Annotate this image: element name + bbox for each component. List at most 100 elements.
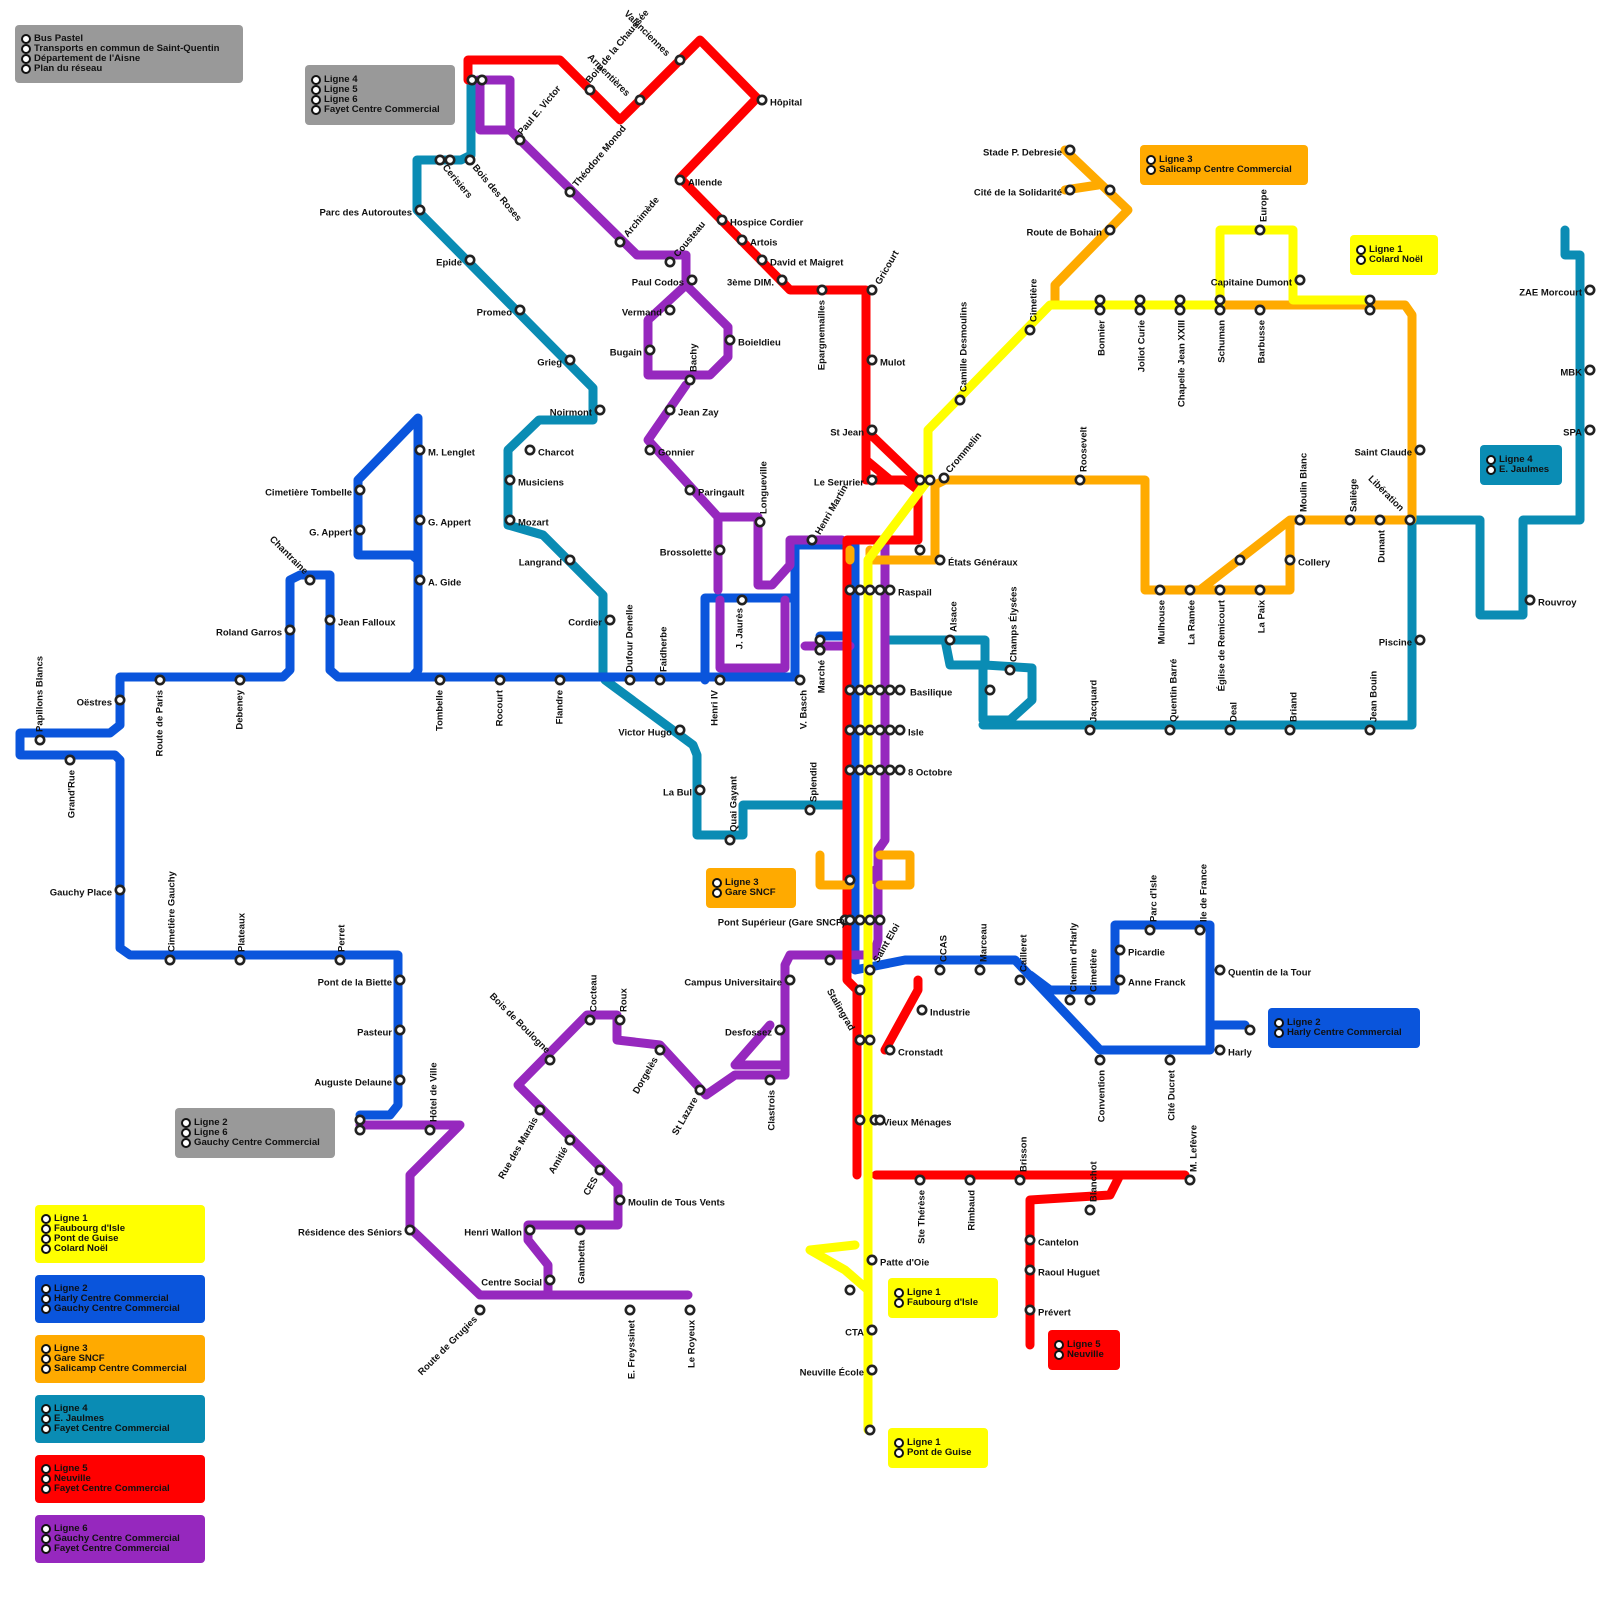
stop-cordier	[604, 614, 616, 626]
station-label-saliege: Saliège	[1349, 479, 1360, 512]
stop-alsace	[944, 634, 956, 646]
stop-henri_iv	[714, 674, 726, 686]
station-label-j_jaures: J. Jaurès	[735, 608, 746, 649]
box-line: Pont de Guise	[894, 1448, 982, 1458]
box-line: Ligne 6	[41, 1524, 199, 1534]
station-label-cantelon: Cantelon	[1038, 1238, 1079, 1249]
station-label-st_jean: St Jean	[830, 428, 864, 439]
stop-gonnier	[644, 444, 656, 456]
station-label-rocourt: Rocourt	[495, 689, 506, 726]
box-text: Ligne 3	[1159, 154, 1193, 165]
station-label-charcot: Charcot	[538, 448, 575, 459]
stop-rocourt	[494, 674, 506, 686]
station-label-m_lefevre: M. Lefèvre	[1189, 1125, 1200, 1172]
station-label-barbusse: Barbusse	[1257, 320, 1268, 363]
stop-joliot_curie	[1134, 304, 1146, 316]
stop-harly	[1214, 1044, 1226, 1056]
stop-rimbaud	[964, 1174, 976, 1186]
station-label-chapelle_jean: Chapelle Jean XXIII	[1177, 320, 1188, 407]
stop-jean_bouin	[1364, 724, 1376, 736]
box-line: Ligne 6	[311, 95, 449, 105]
station-label-henri_wallon: Henri Wallon	[464, 1228, 522, 1239]
station-label-musiciens: Musiciens	[518, 478, 564, 489]
station-label-capitaine_dumont: Capitaine Dumont	[1211, 278, 1293, 289]
stop-patte_oie	[866, 1254, 878, 1266]
station-label-huit_octobre: 8 Octobre	[908, 768, 952, 779]
stop-jacquard	[1084, 724, 1096, 736]
station-label-chantraine: Chantraine	[267, 534, 310, 577]
station-label-clastrois: Clastrois	[767, 1090, 778, 1131]
box-line: Ligne 5	[41, 1464, 199, 1474]
box-line: Fayet Centre Commercial	[41, 1424, 199, 1434]
stop-marker	[41, 1464, 51, 1474]
station-label-isle: Isle	[908, 728, 924, 739]
station-label-basilique: Basilique	[910, 688, 952, 699]
stop-saliege	[1344, 514, 1356, 526]
box-line: Ligne 5	[311, 85, 449, 95]
stop-cimetiere_tombelle	[354, 484, 366, 496]
stop-cimetiere_s	[1084, 994, 1096, 1006]
station-label-jean_bouin: Jean Bouin	[1369, 671, 1380, 722]
stop-rue_marais	[534, 1104, 546, 1116]
station-label-perret: Perret	[337, 924, 348, 952]
stop-desfossez	[774, 1024, 786, 1036]
stop-victor_hugo	[674, 724, 686, 736]
stop-marker	[41, 1234, 51, 1244]
stop-parc_autoroutes	[414, 204, 426, 216]
station-label-dufour_denelle: Dufour Denelle	[625, 604, 636, 672]
station-label-bonnier: Bonnier	[1097, 320, 1108, 356]
station-label-henri_iv: Henri IV	[710, 689, 721, 726]
stop-theodore_monod	[564, 186, 576, 198]
stop-junction	[874, 584, 886, 596]
stop-piscine	[1414, 634, 1426, 646]
stop-crommelin	[938, 472, 950, 484]
station-label-roux: Roux	[619, 988, 630, 1012]
stop-le_royeux	[684, 1304, 696, 1316]
box-text: Ligne 2	[1287, 1017, 1321, 1028]
box-line: Salicamp Centre Commercial	[41, 1364, 199, 1374]
stop-junction	[814, 644, 826, 656]
stop-clastrois	[764, 1074, 776, 1086]
stop-paul_codos	[686, 274, 698, 286]
stop-marker	[894, 1288, 904, 1298]
box-text: Ligne 6	[54, 1523, 88, 1534]
stop-boieldieu	[724, 334, 736, 346]
station-label-blanchot: Blanchot	[1089, 1161, 1100, 1202]
stop-marker	[21, 54, 31, 64]
station-label-camille_desmoulins: Camille Desmoulins	[959, 302, 970, 392]
stop-st_jean	[866, 424, 878, 436]
stop-quentin_tour	[1214, 964, 1226, 976]
stop-musiciens	[504, 474, 516, 486]
station-label-residence_seniors: Résidence des Séniors	[298, 1228, 402, 1239]
station-label-patte_oie: Patte d'Oie	[880, 1258, 929, 1269]
stop-jean_falloux	[324, 614, 336, 626]
stop-marker	[311, 75, 321, 85]
station-label-pont_biette: Pont de la Biette	[318, 978, 392, 989]
stop-la_paix	[1254, 584, 1266, 596]
stop-gricourt	[866, 284, 878, 296]
stop-chapelle_jean	[1174, 304, 1186, 316]
stop-plateaux	[234, 954, 246, 966]
stop-paul_victor	[514, 134, 526, 146]
box-text: Salicamp Centre Commercial	[54, 1363, 187, 1374]
stop-armentieres	[634, 94, 646, 106]
box-line: Salicamp Centre Commercial	[1146, 165, 1302, 175]
station-label-brisson: Brisson	[1019, 1136, 1030, 1172]
stop-junction	[914, 544, 926, 556]
stop-marker	[41, 1354, 51, 1364]
stop-archimede	[614, 236, 626, 248]
stop-saint_claude	[1414, 444, 1426, 456]
box-line: Ligne 1	[1356, 245, 1432, 255]
station-label-centre_social: Centre Social	[481, 1278, 542, 1289]
station-label-g_appert_r: G. Appert	[428, 518, 472, 529]
station-label-marceau: Marceau	[979, 923, 990, 962]
stop-junction	[1174, 294, 1186, 306]
station-label-champs_elysees: Champs Élysées	[1009, 586, 1020, 662]
stop-junction	[844, 584, 856, 596]
stop-eglise_remicourt	[1214, 584, 1226, 596]
stop-j_jaures	[736, 594, 748, 606]
stop-charcot	[524, 444, 536, 456]
stop-marker	[41, 1524, 51, 1534]
